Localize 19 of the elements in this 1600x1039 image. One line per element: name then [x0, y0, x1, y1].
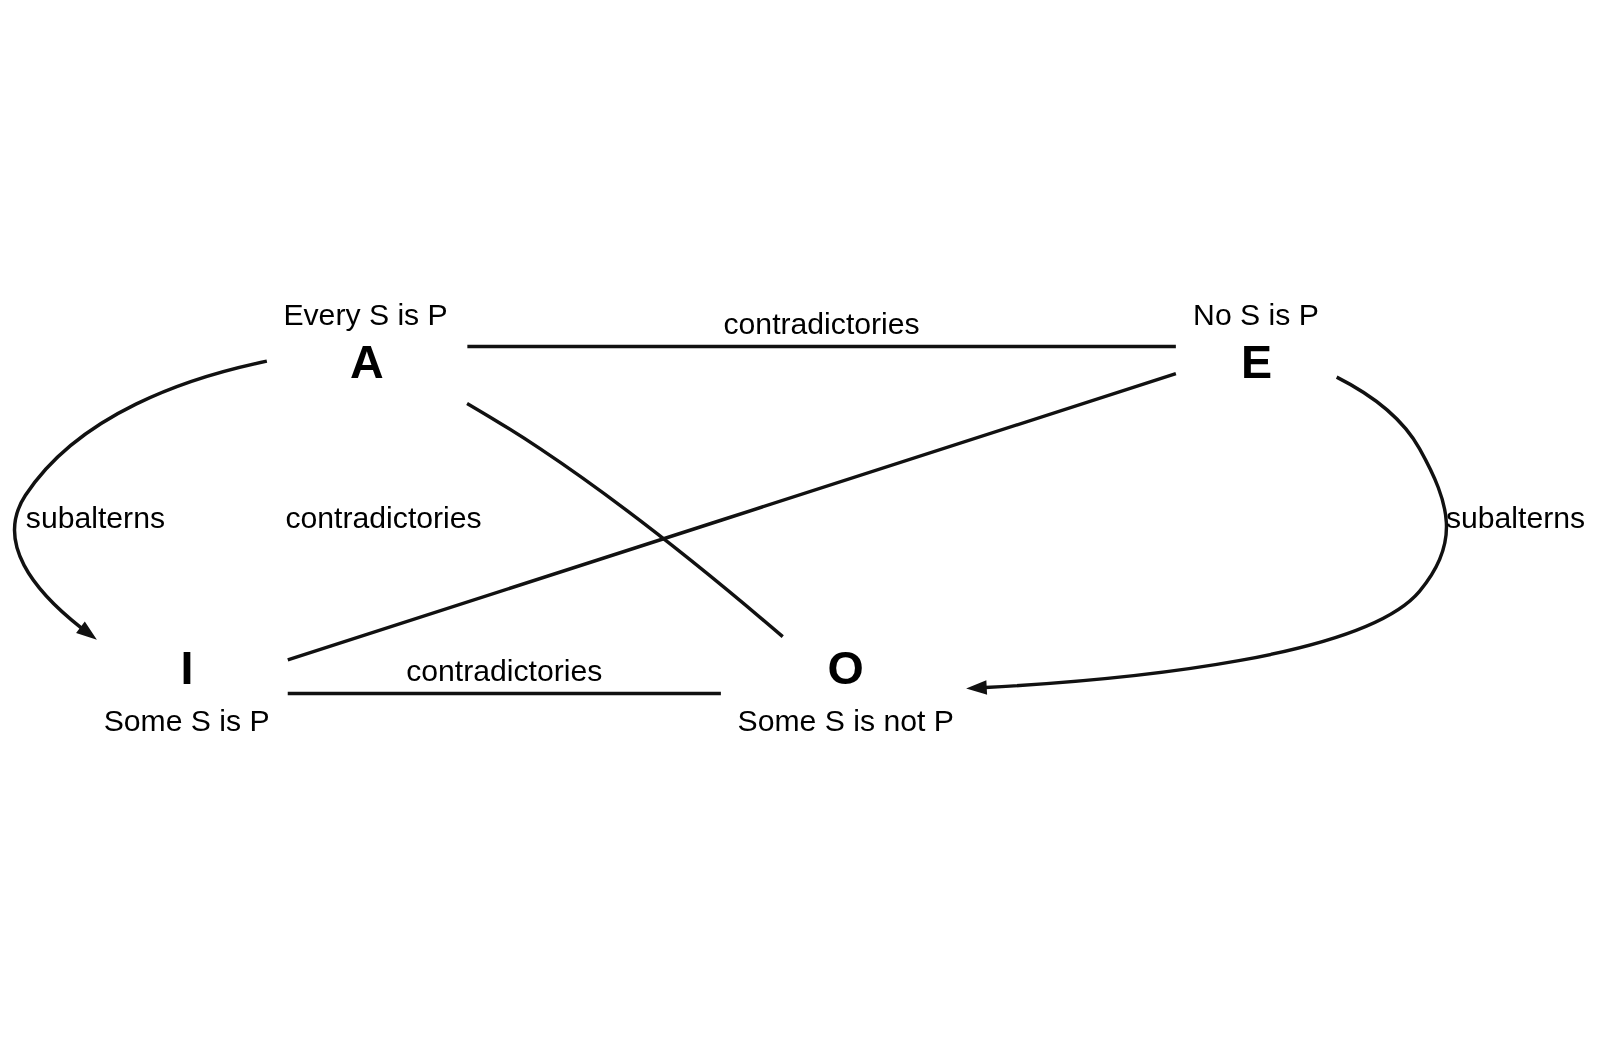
- arrow: [966, 375, 1448, 695]
- connector: [287, 691, 721, 695]
- connector: [466, 401, 784, 638]
- connector: [287, 371, 1177, 661]
- edge-label: subalterns: [1445, 500, 1586, 534]
- connector: [467, 344, 1176, 348]
- edge-label: contradictories: [723, 306, 920, 340]
- node-text: A: [349, 335, 384, 388]
- node-label: Some S is P: [103, 703, 270, 737]
- node-label: Every S is P: [283, 297, 448, 331]
- node-label: No S is P: [1193, 297, 1319, 331]
- edge-label: contradictories: [406, 653, 603, 687]
- node-text: E: [1241, 335, 1273, 388]
- edge-label: subalterns: [25, 500, 166, 534]
- arrow: [12, 359, 268, 640]
- label: contradictories: [285, 500, 482, 534]
- node-text: I: [180, 641, 194, 694]
- node-text: O: [827, 641, 864, 694]
- node-label: Some S is not P: [737, 703, 954, 737]
